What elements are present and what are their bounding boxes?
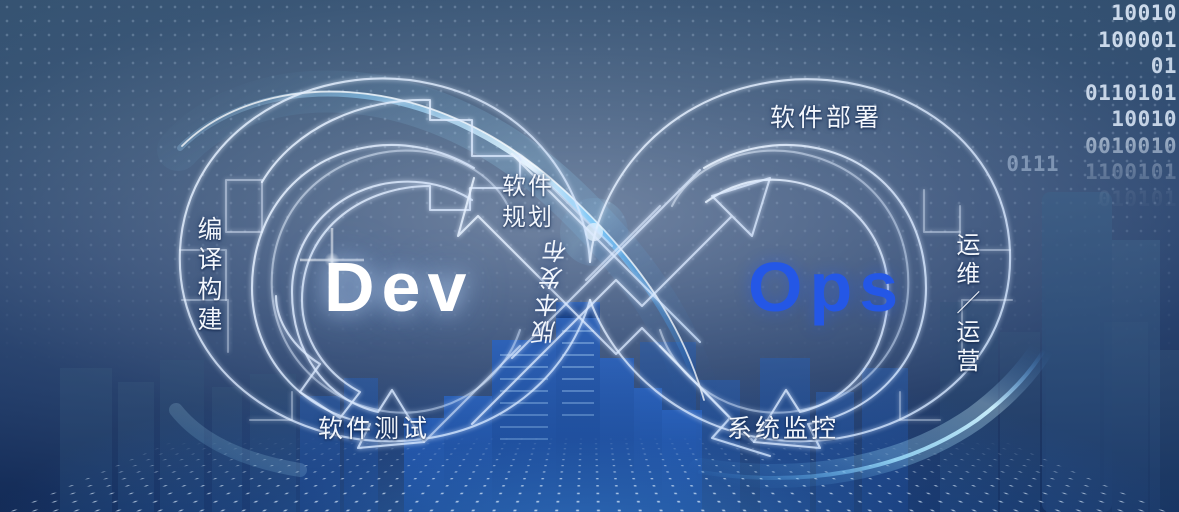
- crossing-arrow-up-right: [470, 176, 772, 426]
- binary-code-line: 010101: [1098, 186, 1177, 211]
- dev-title: Dev: [324, 248, 474, 326]
- stage-label-operate: 运维／运营: [951, 232, 979, 377]
- binary-code-line: 01: [1150, 54, 1177, 78]
- binary-code-line: 0010010: [1084, 133, 1177, 158]
- binary-code-line: 1100101: [1084, 160, 1177, 184]
- stage-label-test: 软件测试: [318, 415, 431, 443]
- stage-label-deploy: 软件部署: [770, 104, 883, 132]
- outer-loop-right: [588, 78, 1012, 443]
- stage-label-plan-line1: 软件: [502, 173, 554, 200]
- binary-code-line: 100001: [1098, 27, 1177, 52]
- stage-label-build: 编译构建: [194, 216, 222, 336]
- ops-circle-ring: [702, 143, 928, 450]
- binary-code-line: 10010: [1111, 107, 1177, 131]
- binary-code-line: 0110101: [1084, 80, 1177, 105]
- crossing-arrow-down-right: [456, 176, 772, 458]
- binary-code-line: 10010: [1111, 1, 1177, 25]
- dev-ring-upper: [260, 98, 522, 420]
- dev-circle-ring: [250, 143, 476, 450]
- binary-code-secondary: 0111: [1006, 152, 1059, 176]
- ops-title: Ops: [748, 248, 906, 326]
- stage-label-monitor: 系统监控: [727, 415, 840, 443]
- stage-label-plan-line2: 规划: [502, 203, 554, 231]
- stage-label-plan: 软件规划: [502, 172, 554, 233]
